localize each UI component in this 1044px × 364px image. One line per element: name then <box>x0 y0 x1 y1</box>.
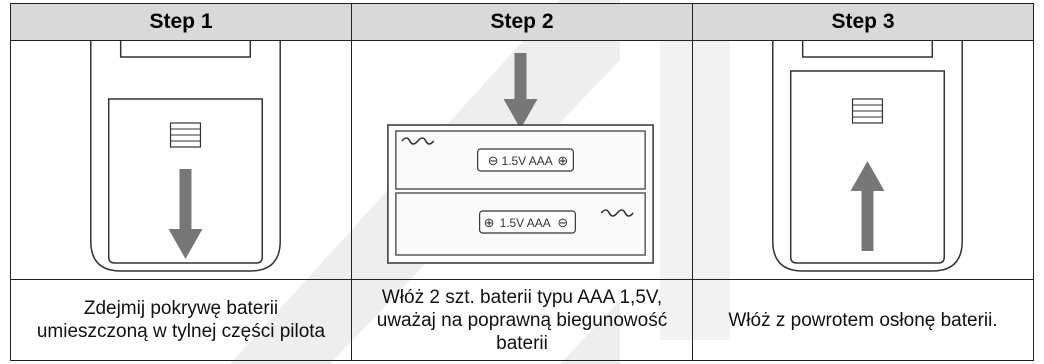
step-1-header: Step 1 <box>10 3 352 41</box>
step-1-caption-text: Zdejmij pokrywę baterii umieszczoną w ty… <box>36 298 326 342</box>
illustration-row: ⊖ 1.5V AAA ⊕ ⊕ 1.5V AAA ⊖ <box>10 40 1034 280</box>
step-2-header: Step 2 <box>351 3 693 41</box>
remote-back-cover-closed <box>772 41 963 272</box>
battery-top-label: 1.5V AAA <box>502 154 553 168</box>
step-2-illustration: ⊖ 1.5V AAA ⊕ ⊕ 1.5V AAA ⊖ <box>351 40 693 280</box>
step-3-caption: Włóż z powrotem osłonę baterii. <box>692 279 1034 361</box>
step-2-caption-text: Włóż 2 szt. baterii typu AAA 1,5V, uważa… <box>376 286 668 354</box>
header-row: Step 1 Step 2 Step 3 <box>10 3 1034 41</box>
svg-text:⊕: ⊕ <box>557 153 568 168</box>
svg-text:⊖: ⊖ <box>557 215 568 230</box>
battery-compartment: ⊖ 1.5V AAA ⊕ ⊕ 1.5V AAA ⊖ <box>387 53 654 264</box>
battery-bottom-label: 1.5V AAA <box>500 216 551 230</box>
remote-back-cover-open <box>90 41 281 272</box>
battery-steps-table: Step 1 Step 2 Step 3 <box>10 3 1034 361</box>
step-2-caption: Włóż 2 szt. baterii typu AAA 1,5V, uważa… <box>351 279 693 361</box>
step-3-illustration <box>692 40 1034 280</box>
caption-row: Zdejmij pokrywę baterii umieszczoną w ty… <box>10 279 1034 361</box>
step-1-illustration <box>10 40 352 280</box>
step-3-header: Step 3 <box>692 3 1034 41</box>
down-arrow-icon <box>503 53 538 129</box>
step-3-caption-text: Włóż z powrotem osłonę baterii. <box>728 309 998 331</box>
step-1-caption: Zdejmij pokrywę baterii umieszczoną w ty… <box>10 279 352 361</box>
svg-text:⊖: ⊖ <box>488 153 499 168</box>
svg-text:⊕: ⊕ <box>484 215 495 230</box>
up-arrow-icon <box>850 161 885 251</box>
down-arrow-icon <box>168 169 203 259</box>
